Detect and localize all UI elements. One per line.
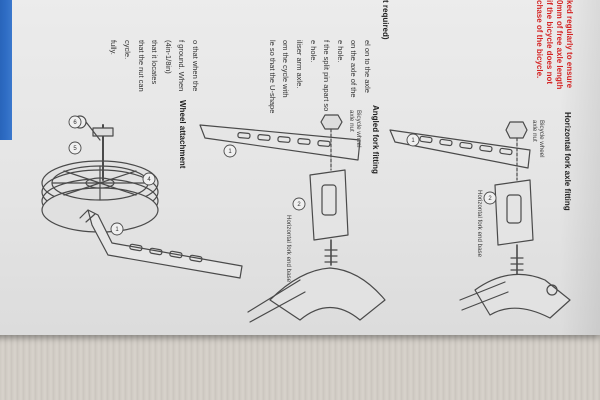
section-heading-left: t required) <box>381 0 390 40</box>
label-h-fork-base: Horizontal fork end base <box>476 190 483 258</box>
text-line: that the nut can <box>136 40 146 92</box>
instruction-text-upper: el on to the axle on the axle of the e h… <box>265 40 374 113</box>
label-line: axle nut <box>348 110 355 132</box>
label-line: Bicycle wheel <box>538 120 545 158</box>
instruction-text-lower: o that when the f ground. When (4in-1/8i… <box>107 40 202 92</box>
callout-5: 5 <box>73 146 77 152</box>
text-line: o that when the <box>191 40 200 92</box>
heading-angled-fork: Angled fork fitting <box>371 105 380 174</box>
warning-line: 0mm of free axle length <box>555 0 564 90</box>
heading-wheel-attachment: Wheel attachment <box>178 100 187 169</box>
heading-horizontal-fork: Horizontal fork axle fitting <box>563 112 572 211</box>
callout-2b: 2 <box>488 196 492 202</box>
text-line: le so that the U-shape <box>267 40 277 114</box>
label-line: Bicycle wheel <box>355 110 362 148</box>
tablecloth <box>0 330 600 400</box>
callout-markers <box>68 115 497 236</box>
stabiliser-arm-horizontal <box>389 129 531 169</box>
blue-cover-edge <box>0 0 12 140</box>
page-shadow <box>560 0 600 335</box>
callout-1b: 1 <box>115 227 119 233</box>
text-line: e hole. <box>308 40 318 63</box>
stabiliser-arm-wheel <box>79 209 243 279</box>
label-a-fork-base: Horizontal fork end base <box>285 215 292 283</box>
callout-4: 4 <box>147 177 151 183</box>
text-line: f the split pin apart so <box>322 40 332 112</box>
callout-6: 6 <box>73 120 77 126</box>
text-line: f ground. When <box>177 40 187 92</box>
text-line: (4in-1/8in) <box>163 40 173 74</box>
angled-fork-parts <box>247 114 386 323</box>
text-line: e hole. <box>335 40 345 63</box>
text-line: iliser arm axle. <box>295 40 305 89</box>
text-line: that it locates <box>150 40 160 85</box>
text-line: om the cycle with <box>281 40 291 98</box>
callout-2: 2 <box>297 202 301 208</box>
stabiliser-wheel <box>41 160 159 233</box>
label-h-axle-nut: Bicycle wheel axle nut <box>531 120 545 158</box>
warning-line: chase of the bicycle. <box>535 0 544 79</box>
text-line: fully. <box>109 40 119 55</box>
stabiliser-arm-angled <box>199 124 361 161</box>
callout-1c: 1 <box>411 138 415 144</box>
text-line: cycle. <box>123 40 133 60</box>
text-line: on the axle of the <box>349 40 359 98</box>
warning-line: ked regularly to ensure <box>565 0 574 89</box>
text-line: el on to the axle <box>363 40 372 93</box>
warning-line: if the bicycle does not <box>545 0 554 85</box>
callout-1: 1 <box>228 149 232 155</box>
label-line: axle nut <box>531 120 538 142</box>
label-a-axle-nut: Bicycle wheel axle nut <box>348 110 362 148</box>
warning-text: ked regularly to ensure 0mm of free axle… <box>534 0 574 89</box>
horizontal-fork-parts <box>459 121 571 319</box>
